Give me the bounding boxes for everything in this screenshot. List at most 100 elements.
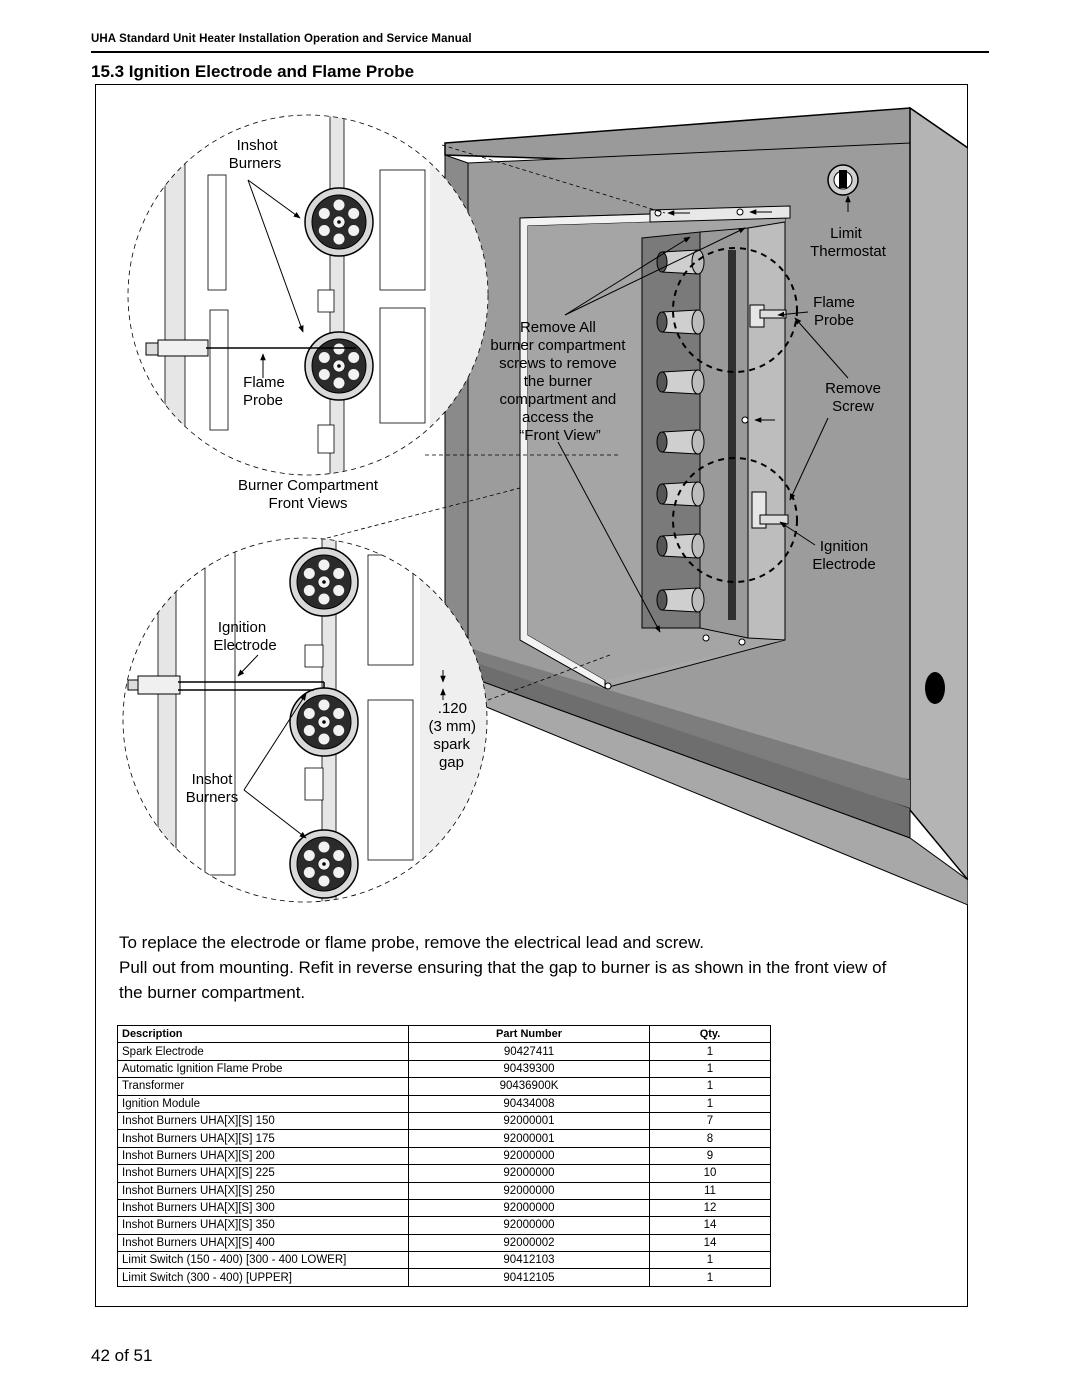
header-part-number: Part Number [408, 1024, 650, 1044]
header-description: Description [117, 1024, 409, 1044]
flame-probe-label-1: Flame [813, 294, 855, 311]
cell-description: Inshot Burners UHA[X][S] 150 [117, 1111, 409, 1131]
gap-label-2: (3 mm) [429, 718, 477, 735]
table-header-row: Description Part Number Qty. [117, 1024, 771, 1044]
cell-qty: 10 [649, 1164, 771, 1183]
cell-description: Ignition Module [117, 1094, 409, 1113]
remove-screw-label-1: Remove [825, 380, 881, 397]
table-row: Limit Switch (150 - 400) [300 - 400 LOWE… [117, 1251, 771, 1270]
svg-text:Remove All burner compar: Remove All burner compartment screws to … [490, 319, 629, 444]
cell-part-number: 92000000 [408, 1216, 650, 1235]
cell-part-number: 92000000 [408, 1198, 650, 1218]
limit-label-2: Thermostat [810, 243, 887, 260]
top-inshot-label-2: Burners [229, 155, 282, 172]
section-title: 15.3 Ignition Electrode and Flame Probe [91, 62, 415, 81]
ignition-label-1: Ignition [820, 538, 868, 555]
gap-label-4: gap [439, 754, 464, 771]
cell-description: Automatic Ignition Flame Probe [117, 1059, 409, 1079]
caption-line-2: Front Views [269, 495, 348, 512]
cell-part-number: 90412105 [408, 1268, 650, 1287]
cell-description: Inshot Burners UHA[X][S] 400 [117, 1233, 409, 1253]
cell-description: Inshot Burners UHA[X][S] 350 [117, 1216, 409, 1235]
cell-qty: 1 [649, 1268, 771, 1287]
cell-description: Inshot Burners UHA[X][S] 225 [117, 1164, 409, 1183]
cell-description: Limit Switch (150 - 400) [300 - 400 LOWE… [117, 1251, 409, 1270]
cell-qty: 8 [649, 1129, 771, 1148]
cell-qty: 12 [649, 1198, 771, 1218]
remove-note-7: “Front View” [519, 427, 600, 444]
flame-probe-label-2: Probe [814, 312, 854, 329]
remove-note-2: burner compartment [490, 337, 626, 354]
top-flame-probe-label-1: Flame [243, 374, 285, 391]
instruction-line-2: Pull out from mounting. Refit in reverse… [119, 958, 887, 1002]
gap-label-1: .120 [438, 700, 467, 717]
parts-table: Description Part Number Qty. Spark Elect… [117, 1024, 771, 1287]
remove-note-6: access the [522, 409, 594, 426]
cell-part-number: 92000001 [408, 1129, 650, 1148]
cell-part-number: 90412103 [408, 1251, 650, 1270]
running-header: UHA Standard Unit Heater Installation Op… [91, 33, 472, 45]
remove-note-3: screws to remove [499, 355, 617, 372]
bottom-inshot-label-2: Burners [186, 789, 239, 806]
bottom-ignition-label-1: Ignition [218, 619, 266, 636]
page-number: 42 of 51 [91, 1346, 153, 1365]
cell-qty: 1 [649, 1042, 771, 1061]
cell-qty: 7 [649, 1111, 771, 1131]
top-inshot-label-1: Inshot [237, 137, 279, 154]
remove-note-1: Remove All [520, 319, 596, 336]
caption-line-1: Burner Compartment [238, 477, 379, 494]
cell-description: Inshot Burners UHA[X][S] 250 [117, 1181, 409, 1200]
instructions: To replace the electrode or flame probe,… [119, 930, 899, 1005]
remove-note-4: the burner [524, 373, 592, 390]
cell-part-number: 92000001 [408, 1111, 650, 1131]
remove-note-5: compartment and [500, 391, 617, 408]
ignition-label-2: Electrode [812, 556, 875, 573]
cell-part-number: 90427411 [408, 1042, 650, 1061]
cell-part-number: 90436900K [408, 1077, 650, 1096]
cell-qty: 14 [649, 1233, 771, 1253]
cell-qty: 1 [649, 1077, 771, 1096]
cell-qty: 1 [649, 1059, 771, 1079]
bottom-inshot-label-1: Inshot [192, 771, 234, 788]
cell-qty: 1 [649, 1094, 771, 1113]
cell-description: Inshot Burners UHA[X][S] 300 [117, 1198, 409, 1218]
header-qty: Qty. [649, 1024, 771, 1044]
top-flame-probe-label-2: Probe [243, 392, 283, 409]
cell-qty: 9 [649, 1146, 771, 1166]
gap-label-3: spark [433, 736, 470, 753]
cell-qty: 11 [649, 1181, 771, 1200]
cell-qty: 14 [649, 1216, 771, 1235]
cell-description: Limit Switch (300 - 400) [UPPER] [117, 1268, 409, 1287]
cell-part-number: 92000002 [408, 1233, 650, 1253]
table-row: Limit Switch (300 - 400) [UPPER]90412105… [117, 1268, 771, 1287]
detail-ignition-electrode [122, 537, 488, 903]
cell-description: Transformer [117, 1077, 409, 1096]
header-rule [91, 51, 989, 53]
cell-part-number: 90434008 [408, 1094, 650, 1113]
cell-qty: 1 [649, 1251, 771, 1270]
cell-description: Inshot Burners UHA[X][S] 175 [117, 1129, 409, 1148]
limit-label-1: Limit [830, 225, 863, 242]
cell-part-number: 92000000 [408, 1146, 650, 1166]
